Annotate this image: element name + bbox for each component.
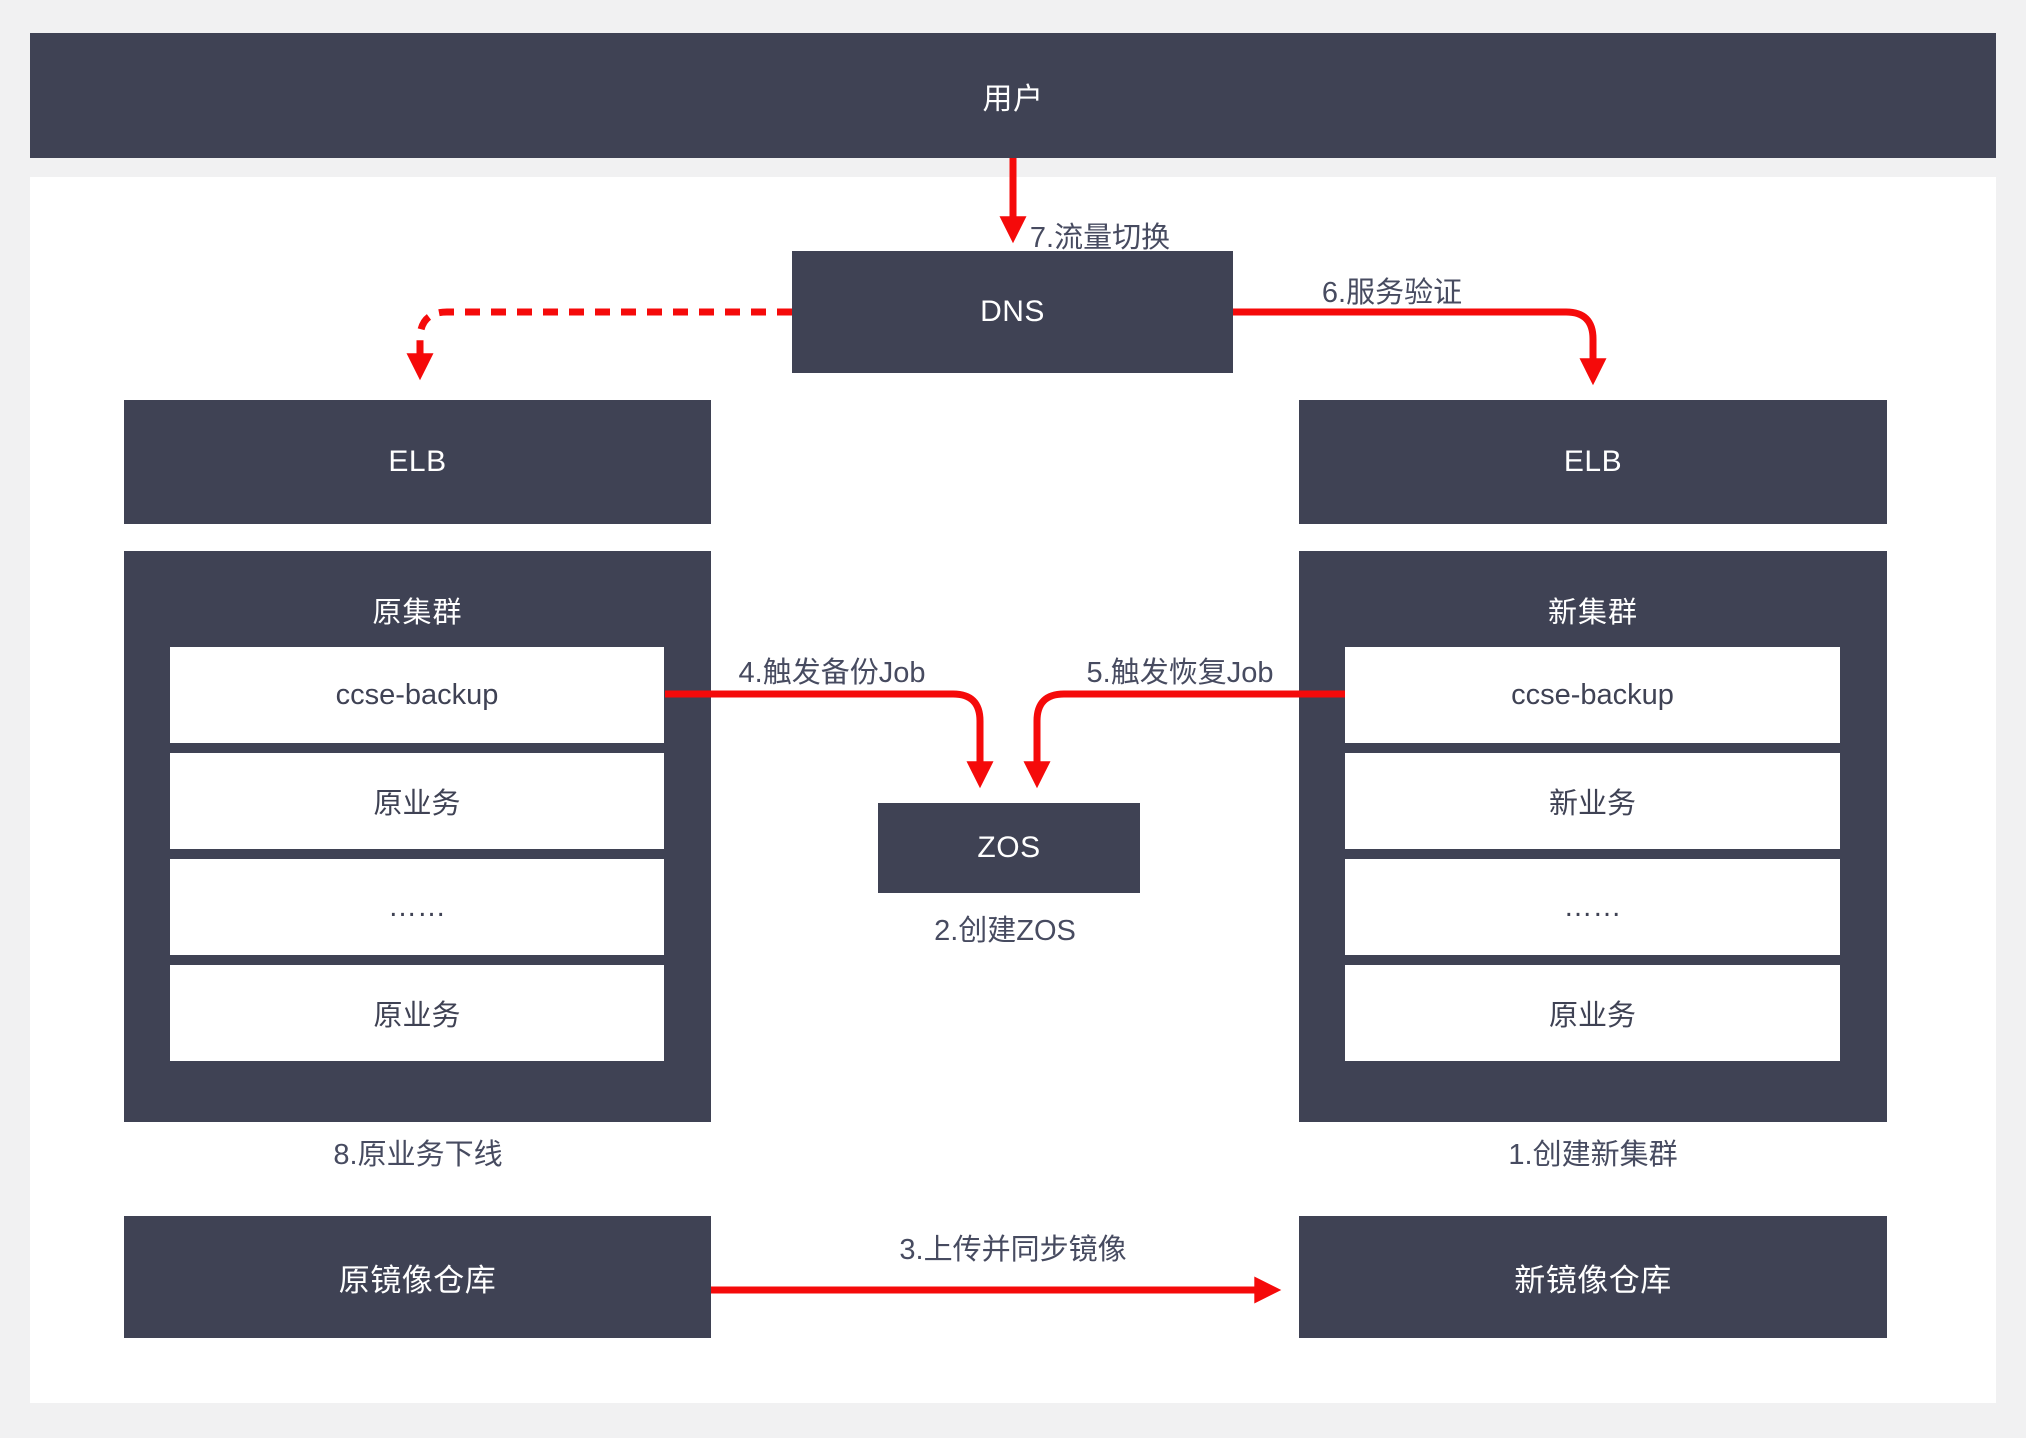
cluster-old-item-ellipsis: …… <box>170 859 664 955</box>
node-old-image-registry-label: 原镜像仓库 <box>338 1262 497 1298</box>
node-user: 用户 <box>30 33 1996 158</box>
step-5-trigger-restore-job-label: 5.触发恢复Job <box>1086 657 1274 689</box>
step-2-create-zos-label: 2.创建ZOS <box>934 915 1076 947</box>
cluster-old-title: 原集群 <box>372 597 463 629</box>
node-dns-label: DNS <box>980 295 1045 328</box>
cluster-old: 原集群 ccse-backup 原业务 …… 原业务 <box>124 551 711 1122</box>
cluster-new-title: 新集群 <box>1547 597 1638 629</box>
cluster-new-item-new-service: 新业务 <box>1345 753 1840 849</box>
cluster-new: 新集群 ccse-backup 新业务 …… 原业务 <box>1299 551 1887 1122</box>
node-elb-old-label: ELB <box>388 445 447 478</box>
node-old-image-registry: 原镜像仓库 <box>124 1216 711 1338</box>
cluster-new-item-old-service: 原业务 <box>1345 965 1840 1061</box>
node-new-image-registry-label: 新镜像仓库 <box>1514 1262 1672 1298</box>
node-user-label: 用户 <box>982 82 1044 116</box>
node-elb-new: ELB <box>1299 400 1887 524</box>
step-4-trigger-backup-job-label: 4.触发备份Job <box>738 657 926 689</box>
step-6-service-verify-label: 6.服务验证 <box>1321 277 1463 309</box>
node-elb-new-label: ELB <box>1563 445 1623 478</box>
step-8-old-service-offline-label: 8.原业务下线 <box>333 1139 503 1171</box>
cluster-old-item-old-service-1: 原业务 <box>170 753 664 849</box>
cluster-old-item-ccse-backup: ccse-backup <box>170 647 664 743</box>
cluster-new-item-ccse-backup: ccse-backup <box>1345 647 1840 743</box>
node-new-image-registry: 新镜像仓库 <box>1299 1216 1887 1338</box>
step-1-create-new-cluster-label: 1.创建新集群 <box>1508 1139 1678 1171</box>
node-zos-label: ZOS <box>977 831 1041 864</box>
node-elb-old: ELB <box>124 400 711 524</box>
node-dns: DNS <box>792 251 1233 373</box>
step-3-upload-sync-image-label: 3.上传并同步镜像 <box>899 1234 1127 1266</box>
cluster-old-item-old-service-2: 原业务 <box>170 965 664 1061</box>
node-zos: ZOS <box>878 803 1140 893</box>
step-7-traffic-switch-label: 7.流量切换 <box>1029 222 1171 254</box>
cluster-new-item-ellipsis: …… <box>1345 859 1840 955</box>
